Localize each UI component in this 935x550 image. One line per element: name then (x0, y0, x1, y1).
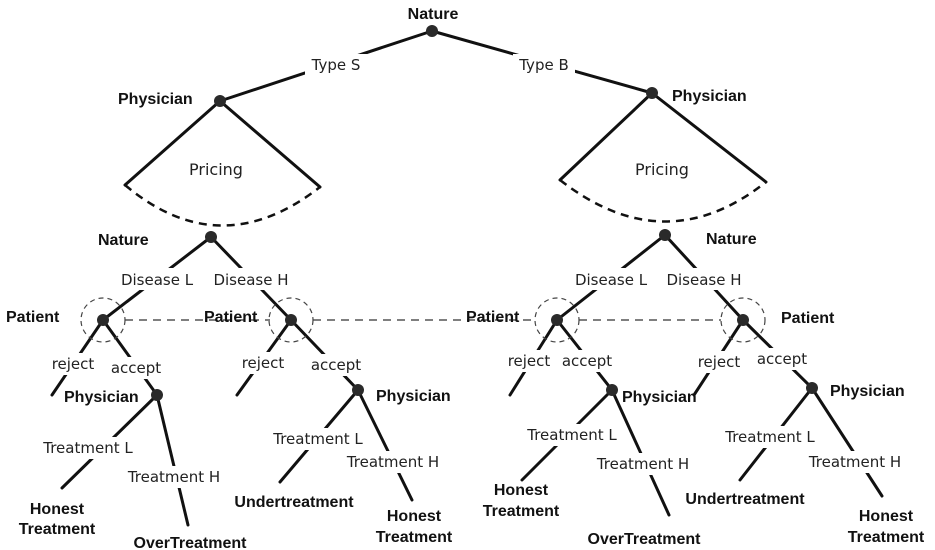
outcome-overtreatment-2: OverTreatment (588, 531, 702, 548)
information-sets (80, 297, 766, 343)
nature-node-left (205, 231, 217, 243)
root-node (426, 25, 438, 37)
physician-label-4: Physician (830, 383, 905, 400)
patient-label-1: Patient (6, 309, 60, 326)
patient-label-4: Patient (781, 310, 835, 327)
patient-node-3 (551, 314, 563, 326)
reject-label-1: reject (52, 355, 95, 373)
reject-label-3: reject (508, 352, 551, 370)
treatment-l-label-2: Treatment L (272, 430, 363, 448)
disease-h-label-left: Disease H (213, 271, 288, 289)
edge-label-backgrounds (38, 54, 908, 488)
outcome-honest-2-line2: Treatment (376, 529, 453, 546)
physician-node-2 (352, 384, 364, 396)
treatment-l-label-3: Treatment L (526, 426, 617, 444)
pricing-arc-left (124, 184, 321, 227)
patient-label-2: Patient (204, 309, 258, 326)
type-s-label: Type S (311, 56, 361, 74)
outcome-undertreatment-2: Undertreatment (685, 491, 805, 508)
outcome-honest-2-line1: Honest (387, 508, 442, 525)
treatment-h-label-1: Treatment H (127, 468, 220, 486)
treatment-h-label-2: Treatment H (346, 453, 439, 471)
reject-label-2: reject (242, 354, 285, 372)
decision-nodes (97, 25, 818, 401)
nature-label-right: Nature (706, 231, 757, 248)
patient-label-3: Patient (466, 309, 520, 326)
patient-node-2 (285, 314, 297, 326)
outcome-overtreatment-1: OverTreatment (134, 535, 248, 550)
patient-node-1 (97, 314, 109, 326)
pricing-label-left: Pricing (189, 160, 243, 179)
disease-h-label-right: Disease H (666, 271, 741, 289)
outcome-honest-1-line1: Honest (30, 501, 85, 518)
accept-label-2: accept (311, 356, 361, 374)
disease-l-label-left: Disease L (121, 271, 194, 289)
type-b-label: Type B (518, 56, 569, 74)
physician-node-1 (151, 389, 163, 401)
physician-node-4 (806, 382, 818, 394)
physician-node-s (214, 95, 226, 107)
outcome-undertreatment-1: Undertreatment (234, 494, 354, 511)
nature-label-left: Nature (98, 232, 149, 249)
patient-node-4 (737, 314, 749, 326)
physician-label-b: Physician (672, 88, 747, 105)
reject-label-4: reject (698, 353, 741, 371)
nature-top-label: Nature (408, 6, 459, 23)
accept-label-1: accept (111, 359, 161, 377)
treatment-h-label-4: Treatment H (808, 453, 901, 471)
physician-node-b (646, 87, 658, 99)
outcome-honest-3-line2: Treatment (483, 503, 560, 520)
outcome-honest-1-line2: Treatment (19, 521, 96, 538)
treatment-l-label-4: Treatment L (724, 428, 815, 446)
physician-label-2: Physician (376, 388, 451, 405)
physician-node-3 (606, 384, 618, 396)
outcome-honest-4-line1: Honest (859, 508, 914, 525)
physician-label-3: Physician (622, 389, 697, 406)
treatment-h-label-3: Treatment H (596, 455, 689, 473)
disease-l-label-right: Disease L (575, 271, 648, 289)
outcome-honest-3-line1: Honest (494, 482, 549, 499)
outcome-honest-4-line2: Treatment (848, 529, 925, 546)
physician-label-s: Physician (118, 91, 193, 108)
accept-label-3: accept (562, 352, 612, 370)
treatment-l-label-1: Treatment L (42, 439, 133, 457)
nature-node-right (659, 229, 671, 241)
physician-label-1: Physician (64, 389, 139, 406)
pricing-label-right: Pricing (635, 160, 689, 179)
pricing-arc-right (559, 179, 767, 223)
accept-label-4: accept (757, 350, 807, 368)
